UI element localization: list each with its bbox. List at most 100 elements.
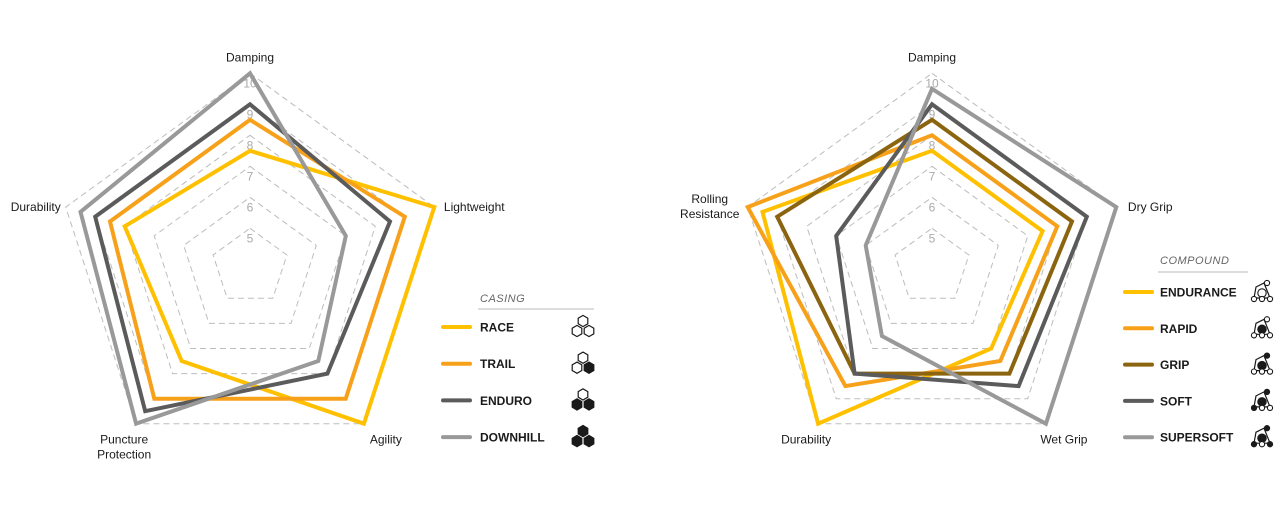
grid-ring-6 bbox=[865, 196, 999, 324]
tick-label: 7 bbox=[247, 169, 254, 183]
axis-label-line: Protection bbox=[97, 448, 151, 462]
tick-label: 9 bbox=[929, 107, 936, 121]
compound-molecule-icon bbox=[1250, 316, 1274, 339]
tick-label: 7 bbox=[929, 169, 936, 183]
axis-label: Durability bbox=[11, 200, 61, 214]
tick-label: 6 bbox=[929, 200, 936, 214]
molecule-node bbox=[1258, 404, 1266, 412]
molecule-node bbox=[1266, 404, 1274, 412]
molecule-node bbox=[1263, 316, 1271, 323]
tick-label: 5 bbox=[247, 231, 254, 245]
legend-label: ENDURANCE bbox=[1160, 286, 1237, 300]
legend-item-soft[interactable]: SOFT bbox=[1123, 388, 1274, 412]
molecule-node bbox=[1250, 368, 1258, 375]
legend-item-endurance[interactable]: ENDURANCE bbox=[1123, 279, 1274, 303]
legend-item-supersoft[interactable]: SUPERSOFT bbox=[1123, 425, 1274, 448]
legend-item-grip[interactable]: GRIP bbox=[1123, 352, 1274, 375]
legend-label: GRIP bbox=[1160, 358, 1189, 372]
legend: COMPOUND ENDURANCE RAPID GRIP SOFT SUPERSOFT bbox=[1123, 255, 1274, 448]
grid-ring-8 bbox=[806, 134, 1058, 375]
molecule-node bbox=[1250, 295, 1258, 303]
tick-label: 6 bbox=[247, 200, 254, 214]
hex-cell bbox=[583, 324, 595, 338]
legend-label: RACE bbox=[480, 321, 514, 335]
compound-molecule-icon bbox=[1250, 388, 1274, 412]
grid-ring-7 bbox=[835, 165, 1029, 349]
axis-label: Agility bbox=[370, 433, 402, 447]
molecule-node bbox=[1266, 332, 1274, 339]
tick-label: 8 bbox=[929, 138, 936, 152]
molecule-node bbox=[1250, 404, 1258, 412]
grid-ring-5 bbox=[212, 227, 288, 299]
hex-cell bbox=[577, 314, 589, 328]
molecule-node bbox=[1266, 368, 1274, 375]
series-polygon-race bbox=[122, 148, 437, 427]
molecule-node bbox=[1263, 425, 1271, 432]
series-polygon-grip bbox=[774, 117, 1075, 376]
grid-ring-7 bbox=[153, 165, 347, 349]
compound-molecule-icon bbox=[1250, 279, 1274, 303]
legend-label: ENDURO bbox=[480, 394, 532, 408]
legend-label: SOFT bbox=[1160, 394, 1193, 408]
series-polygon-enduro bbox=[92, 101, 393, 414]
axis-label-line: Damping bbox=[908, 50, 956, 64]
axis-label-line: Wet Grip bbox=[1040, 433, 1087, 447]
molecule-node bbox=[1258, 332, 1266, 339]
axis-label-line: Dry Grip bbox=[1128, 200, 1173, 214]
legend-item-rapid[interactable]: RAPID bbox=[1123, 316, 1274, 339]
axis-label-line: Lightweight bbox=[444, 200, 505, 214]
series-polygon-trail bbox=[107, 117, 408, 401]
axis-label-line: Damping bbox=[226, 50, 274, 64]
legend-title: COMPOUND bbox=[1160, 255, 1229, 267]
series-polygon-downhill bbox=[78, 70, 348, 427]
axis-label-line: Agility bbox=[370, 433, 402, 447]
grid-ring-8 bbox=[124, 134, 376, 375]
hex-cell bbox=[577, 424, 589, 438]
compound-molecule-icon bbox=[1250, 352, 1274, 375]
hex-cell bbox=[583, 434, 595, 448]
hex-cluster-icon bbox=[571, 351, 595, 374]
hex-cell bbox=[583, 398, 595, 411]
legend-label: RAPID bbox=[1160, 322, 1198, 336]
axis-label: Damping bbox=[226, 50, 274, 64]
molecule-node bbox=[1263, 388, 1271, 396]
molecule-node bbox=[1266, 295, 1274, 303]
axis-label-line: Durability bbox=[781, 433, 831, 447]
molecule-node bbox=[1263, 279, 1271, 287]
molecule-node bbox=[1258, 295, 1266, 303]
legend-label: SUPERSOFT bbox=[1160, 431, 1234, 445]
series-polygon-soft bbox=[834, 101, 1090, 389]
grid-ring-5 bbox=[894, 227, 970, 299]
axis-label-line: Durability bbox=[11, 200, 61, 214]
tick-label: 5 bbox=[929, 231, 936, 245]
axis-label: Damping bbox=[908, 50, 956, 64]
compound-molecule-icon bbox=[1250, 425, 1274, 448]
legend-item-trail[interactable]: TRAIL bbox=[441, 351, 595, 374]
axis-label: Wet Grip bbox=[1040, 433, 1087, 447]
radar-chart-1: 5678910DampingLightweightAgilityPuncture… bbox=[11, 50, 595, 462]
hex-cluster-icon bbox=[571, 388, 595, 411]
molecule-node bbox=[1266, 441, 1274, 448]
hex-cell bbox=[571, 361, 583, 374]
hex-cell bbox=[571, 398, 583, 411]
legend-item-enduro[interactable]: ENDURO bbox=[441, 388, 595, 411]
legend: CASING RACE TRAIL ENDURO DOWNHILL bbox=[441, 293, 595, 448]
legend-label: TRAIL bbox=[480, 357, 515, 371]
series-polygon-supersoft bbox=[863, 85, 1119, 427]
axis-label-line: Rolling bbox=[691, 192, 728, 206]
tick-label: 10 bbox=[925, 76, 939, 90]
legend-title: CASING bbox=[480, 293, 525, 305]
molecule-node bbox=[1263, 352, 1271, 359]
axis-label-line: Puncture bbox=[100, 433, 148, 447]
legend-item-race[interactable]: RACE bbox=[441, 314, 595, 338]
legend-label: DOWNHILL bbox=[480, 431, 545, 445]
legend-item-downhill[interactable]: DOWNHILL bbox=[441, 424, 595, 448]
molecule-node bbox=[1250, 441, 1258, 448]
hex-cell bbox=[583, 361, 595, 374]
tick-label: 8 bbox=[247, 138, 254, 152]
hex-cell bbox=[571, 434, 583, 448]
